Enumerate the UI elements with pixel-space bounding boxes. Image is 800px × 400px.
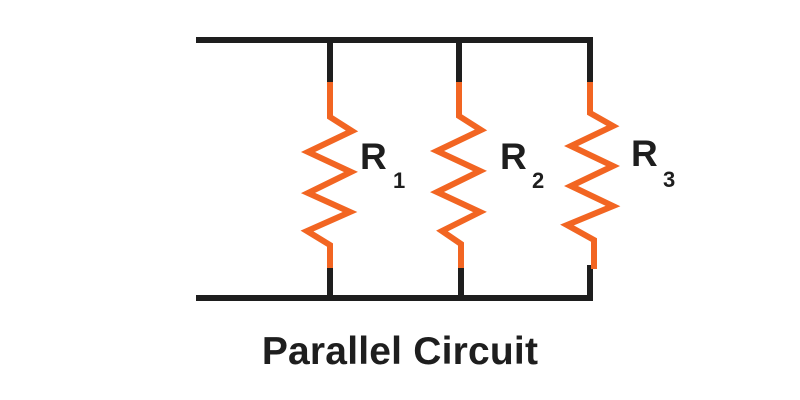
resistor-2-subscript: 2 <box>532 168 544 193</box>
resistor-2-label: R <box>500 136 527 177</box>
top-wire <box>196 37 593 85</box>
resistor-3-label: R <box>631 133 658 174</box>
diagram-title: Parallel Circuit <box>261 330 539 373</box>
resistor-1-zigzag <box>300 82 359 269</box>
resistor-1-label: R <box>360 136 387 177</box>
resistor-1-subscript: 1 <box>393 168 405 193</box>
resistor-branch-1: R 1 <box>300 40 405 298</box>
resistor-2-zigzag <box>429 82 488 269</box>
resistor-3-subscript: 3 <box>663 167 675 192</box>
resistor-3-zigzag <box>560 82 621 269</box>
bottom-wire <box>196 265 593 301</box>
resistor-branch-3: R 3 <box>560 82 675 269</box>
resistor-branch-2: R 2 <box>429 40 544 298</box>
